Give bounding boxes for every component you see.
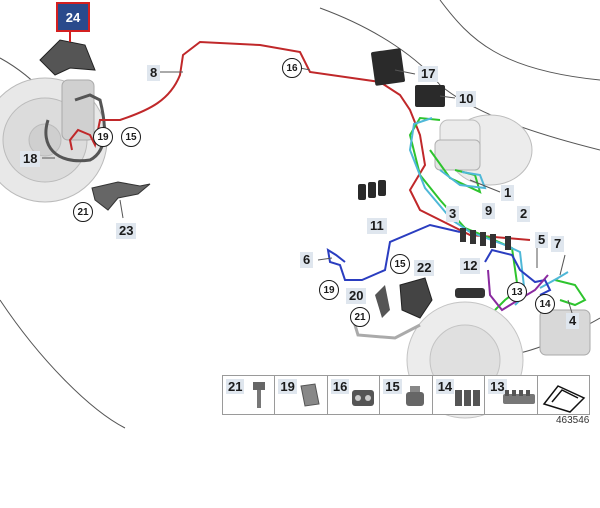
seal-strip-icon (542, 385, 585, 413)
circled-label-21[interactable]: 21 (73, 202, 93, 222)
brake-line-blue (484, 248, 552, 296)
label-5[interactable]: 5 (535, 232, 549, 248)
label-1[interactable]: 1 (501, 185, 515, 201)
legend-number: 21 (226, 379, 245, 394)
body-outline (0, 299, 126, 429)
label-20[interactable]: 20 (346, 288, 367, 304)
legend-cell[interactable]: 14 (433, 376, 486, 414)
part-12-clip (455, 288, 485, 298)
legend-cell[interactable]: 16 (328, 376, 381, 414)
circled-label-21[interactable]: 21 (350, 307, 370, 327)
legend-cell[interactable]: 13 (485, 376, 538, 414)
label-17[interactable]: 17 (418, 66, 439, 82)
part-20-bracket (375, 285, 390, 318)
double-clip-icon (351, 390, 374, 406)
brake-line-cyan (408, 117, 527, 306)
brake-line-blue (326, 223, 461, 281)
brake-line-cyan (439, 169, 487, 190)
label-6[interactable]: 6 (300, 252, 314, 268)
bracket-23 (91, 181, 151, 211)
brake-line-green (554, 279, 587, 307)
part-9-clip (460, 228, 511, 250)
reference-number: 463546 (556, 415, 590, 426)
part-10-bracket (415, 85, 445, 107)
body-outline (439, 0, 600, 81)
label-11[interactable]: 11 (367, 218, 387, 234)
brake-line-red (68, 40, 531, 241)
label-18[interactable]: 18 (20, 151, 41, 167)
triple-clip-icon (454, 390, 480, 406)
circled-label-15[interactable]: 15 (121, 127, 141, 147)
small-parts-legend: 21 19 16 15 14 13 (222, 375, 590, 415)
circled-label-19[interactable]: 19 (93, 127, 113, 147)
legend-cell[interactable] (538, 376, 589, 414)
bolt-icon (253, 382, 265, 408)
circled-label-19[interactable]: 19 (319, 280, 339, 300)
circled-label-16[interactable]: 16 (282, 58, 302, 78)
label-22[interactable]: 22 (414, 260, 435, 276)
label-10[interactable]: 10 (456, 91, 477, 107)
label-3[interactable]: 3 (446, 206, 460, 222)
label-9[interactable]: 9 (482, 203, 496, 219)
circled-label-13[interactable]: 13 (507, 282, 527, 302)
legend-cell[interactable]: 19 (275, 376, 328, 414)
legend-cell[interactable]: 15 (380, 376, 433, 414)
label-4[interactable]: 4 (566, 313, 580, 329)
label-2[interactable]: 2 (517, 206, 531, 222)
pipe-clip-icon (406, 386, 425, 406)
legend-number: 16 (330, 379, 350, 394)
part-22-bracket (399, 277, 433, 319)
legend-cell[interactable]: 21 (223, 376, 276, 414)
label-23[interactable]: 23 (116, 223, 137, 239)
brake-line-magenta (487, 269, 549, 312)
legend-number: 19 (278, 379, 297, 394)
circled-label-14[interactable]: 14 (535, 294, 555, 314)
bracket-24 (39, 39, 96, 76)
legend-number: 15 (383, 379, 402, 394)
selected-part-24[interactable]: 24 (56, 2, 90, 32)
part-11-clip (358, 180, 386, 200)
brake-line-cyan (539, 271, 569, 289)
brake-hose-18 (44, 93, 106, 163)
label-7[interactable]: 7 (551, 236, 565, 252)
label-8[interactable]: 8 (147, 65, 161, 81)
circled-label-15[interactable]: 15 (390, 254, 410, 274)
legend-number: 14 (435, 379, 455, 394)
label-12[interactable]: 12 (460, 258, 481, 274)
multi-clip-icon (503, 390, 536, 404)
bracket-clip-icon (300, 383, 321, 407)
abs-unit (539, 309, 591, 356)
legend-number: 13 (488, 379, 507, 394)
part-17-module (371, 48, 405, 86)
